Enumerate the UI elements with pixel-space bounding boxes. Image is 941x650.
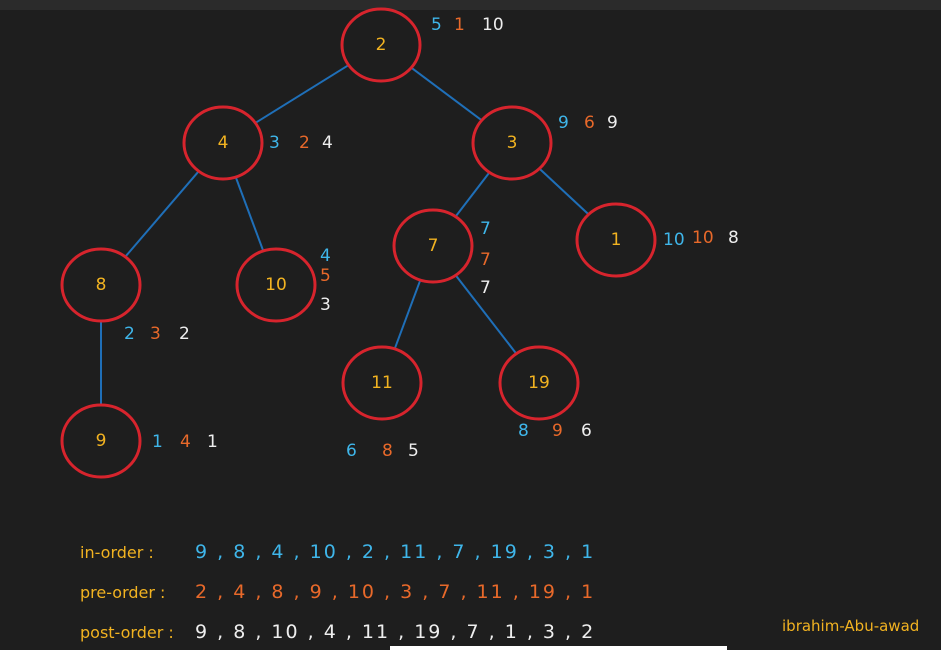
pre-order-index-10: 5 bbox=[320, 266, 331, 286]
in-order-label: in-order : bbox=[80, 542, 154, 562]
node-circle bbox=[471, 105, 553, 181]
pre-order-index-9: 4 bbox=[180, 432, 191, 452]
tree-node-19: 19 bbox=[498, 345, 580, 421]
in-order-index-1: 10 bbox=[663, 230, 685, 250]
in-order-index-9: 1 bbox=[152, 432, 163, 452]
node-label: 4 bbox=[218, 133, 229, 153]
in-order-row: in-order : 9 , 8 , 4 , 10 , 2 , 11 , 7 ,… bbox=[80, 540, 595, 564]
node-label: 8 bbox=[96, 275, 107, 295]
tree-node-11: 11 bbox=[341, 345, 423, 421]
pre-order-index-1: 10 bbox=[692, 228, 714, 248]
pre-order-index-3: 6 bbox=[584, 113, 595, 133]
tree-node-8: 8 bbox=[60, 247, 142, 323]
edge-n2-n4 bbox=[254, 64, 350, 124]
in-order-sequence: 9 , 8 , 4 , 10 , 2 , 11 , 7 , 19 , 3 , 1 bbox=[195, 541, 596, 563]
post-order-index-8: 2 bbox=[179, 324, 190, 344]
node-label: 9 bbox=[96, 431, 107, 451]
in-order-index-4: 3 bbox=[269, 133, 280, 153]
post-order-index-1: 8 bbox=[728, 228, 739, 248]
node-label: 7 bbox=[428, 236, 439, 256]
pre-order-index-8: 3 bbox=[150, 324, 161, 344]
pre-order-index-19: 9 bbox=[552, 421, 563, 441]
post-order-index-19: 6 bbox=[581, 421, 592, 441]
node-circle bbox=[498, 345, 580, 421]
tree-node-1: 1 bbox=[575, 202, 657, 278]
edge-n7-n19 bbox=[454, 274, 518, 355]
node-label: 1 bbox=[611, 230, 622, 250]
post-order-index-4: 4 bbox=[322, 133, 333, 153]
edge-n4-n10 bbox=[234, 176, 265, 252]
tree-node-3: 3 bbox=[471, 105, 553, 181]
node-circle bbox=[182, 105, 264, 181]
node-label: 2 bbox=[376, 35, 387, 55]
in-order-index-2: 5 bbox=[431, 15, 442, 35]
node-circle bbox=[341, 345, 423, 421]
node-circle bbox=[575, 202, 657, 278]
tree-node-10: 10 bbox=[235, 247, 317, 323]
node-label: 3 bbox=[507, 133, 518, 153]
pre-order-index-4: 2 bbox=[299, 133, 310, 153]
edge-n3-n1 bbox=[538, 167, 590, 216]
post-order-index-3: 9 bbox=[607, 113, 618, 133]
edge-n7-n11 bbox=[393, 279, 422, 350]
post-order-label: post-order : bbox=[80, 622, 174, 642]
in-order-index-19: 8 bbox=[518, 421, 529, 441]
pre-order-label: pre-order : bbox=[80, 582, 166, 602]
node-label: 11 bbox=[371, 373, 393, 393]
pre-order-index-7: 7 bbox=[480, 250, 491, 270]
pre-order-index-2: 1 bbox=[454, 15, 465, 35]
post-order-index-10: 3 bbox=[320, 295, 331, 315]
top-bar bbox=[0, 0, 941, 10]
pre-order-sequence: 2 , 4 , 8 , 9 , 10 , 3 , 7 , 11 , 19 , 1 bbox=[195, 581, 596, 603]
in-order-index-7: 7 bbox=[480, 219, 491, 239]
post-order-index-11: 5 bbox=[408, 441, 419, 461]
edge-n4-n8 bbox=[124, 170, 200, 258]
tree-node-4: 4 bbox=[182, 105, 264, 181]
node-label: 10 bbox=[265, 275, 287, 295]
node-circle bbox=[340, 7, 422, 83]
in-order-index-3: 9 bbox=[558, 113, 569, 133]
bottom-bar bbox=[390, 646, 727, 650]
tree-node-2: 2 bbox=[340, 7, 422, 83]
pre-order-index-11: 8 bbox=[382, 441, 393, 461]
node-circle bbox=[60, 403, 142, 479]
post-order-index-7: 7 bbox=[480, 278, 491, 298]
edge-n3-n7 bbox=[454, 171, 491, 218]
post-order-row: post-order : 9 , 8 , 10 , 4 , 11 , 19 , … bbox=[80, 620, 595, 644]
tree-node-7: 7 bbox=[392, 208, 474, 284]
in-order-index-10: 4 bbox=[320, 246, 331, 266]
in-order-index-8: 2 bbox=[124, 324, 135, 344]
edges-layer bbox=[100, 64, 590, 405]
pre-order-row: pre-order : 2 , 4 , 8 , 9 , 10 , 3 , 7 ,… bbox=[80, 580, 595, 604]
node-circle bbox=[60, 247, 142, 323]
post-order-index-2: 10 bbox=[482, 15, 504, 35]
tree-node-9: 9 bbox=[60, 403, 142, 479]
node-circle bbox=[235, 247, 317, 323]
node-label: 19 bbox=[528, 373, 550, 393]
author-signature: ibrahim-Abu-awad bbox=[782, 617, 920, 635]
post-order-sequence: 9 , 8 , 10 , 4 , 11 , 19 , 7 , 1 , 3 , 2 bbox=[195, 621, 596, 643]
post-order-index-9: 1 bbox=[207, 432, 218, 452]
node-circle bbox=[392, 208, 474, 284]
edge-n2-n3 bbox=[410, 66, 483, 122]
in-order-index-11: 6 bbox=[346, 441, 357, 461]
